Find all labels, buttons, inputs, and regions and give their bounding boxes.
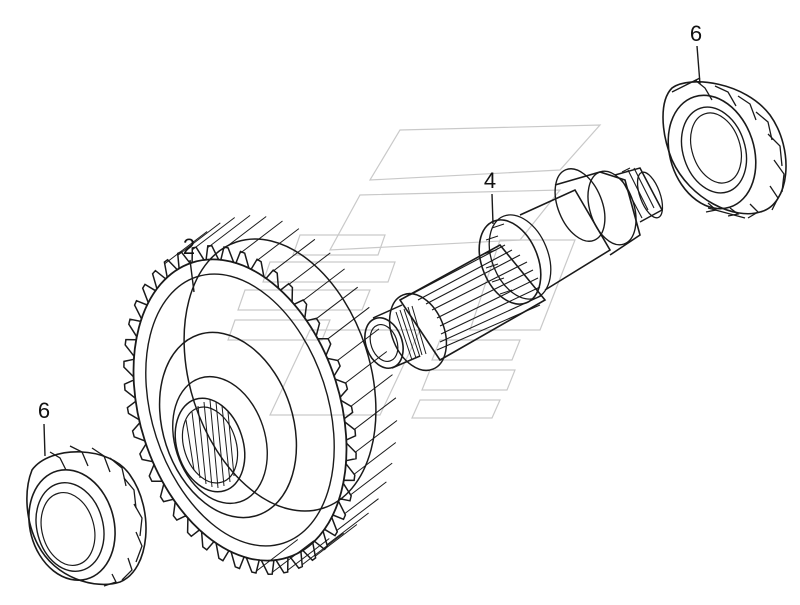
- gear-tooth-flank: [344, 351, 388, 384]
- gear-tooth-flank: [354, 420, 398, 453]
- gear-tooth-flank: [164, 231, 208, 264]
- tapered-roller-bearing-top: [662, 77, 787, 219]
- gear-tooth-flank: [255, 539, 299, 572]
- gear-tooth-flank: [207, 215, 251, 248]
- gear-tooth-flank: [353, 442, 397, 475]
- callout-shaft: 4: [484, 168, 496, 225]
- gear-tooth-flank: [177, 222, 221, 256]
- gear-tooth-flank: [344, 481, 387, 515]
- gear-tooth-flanks: [164, 215, 398, 573]
- callout-bearing-top: 6: [690, 21, 702, 85]
- callout-gear: 2: [183, 234, 195, 293]
- callout-bearing-bottom: 6: [38, 398, 50, 457]
- gear-teeth-outline: [123, 245, 357, 575]
- gear-tooth-flank: [315, 286, 359, 320]
- gear-tooth-flank: [287, 252, 331, 286]
- gear-tooth-flank: [301, 532, 345, 566]
- gear-tooth-flank: [350, 374, 393, 407]
- gear-tooth-flank: [314, 524, 358, 557]
- gear-tooth-flank: [192, 217, 236, 250]
- gear-teeth: [123, 245, 357, 575]
- callout-label-6-bottom: 6: [38, 398, 50, 423]
- gear-tooth-flank: [240, 220, 283, 254]
- helical-gear: [123, 215, 398, 575]
- gear-tooth-flank: [326, 306, 370, 340]
- gear-tooth-flank: [326, 512, 369, 546]
- callout-label-2: 2: [183, 234, 195, 259]
- callout-label-6-top: 6: [690, 21, 702, 46]
- splined-shaft: [364, 167, 664, 372]
- gear-tooth-flank: [349, 462, 393, 496]
- gear-tooth-flank: [271, 540, 315, 573]
- gear-tooth-flank: [336, 498, 379, 532]
- gear-tooth-flank: [302, 268, 345, 302]
- gear-tooth-flank: [286, 538, 330, 571]
- callout-label-4: 4: [484, 168, 496, 193]
- gear-tooth-flank: [256, 228, 300, 261]
- gear-tooth-flank: [353, 397, 397, 431]
- gear-tooth-flank: [336, 328, 380, 362]
- tapered-roller-bearing-bottom: [26, 445, 147, 587]
- gear-tooth-flank: [272, 238, 316, 272]
- watermark-logo: [227, 124, 602, 419]
- gear-tooth-flank: [223, 216, 267, 249]
